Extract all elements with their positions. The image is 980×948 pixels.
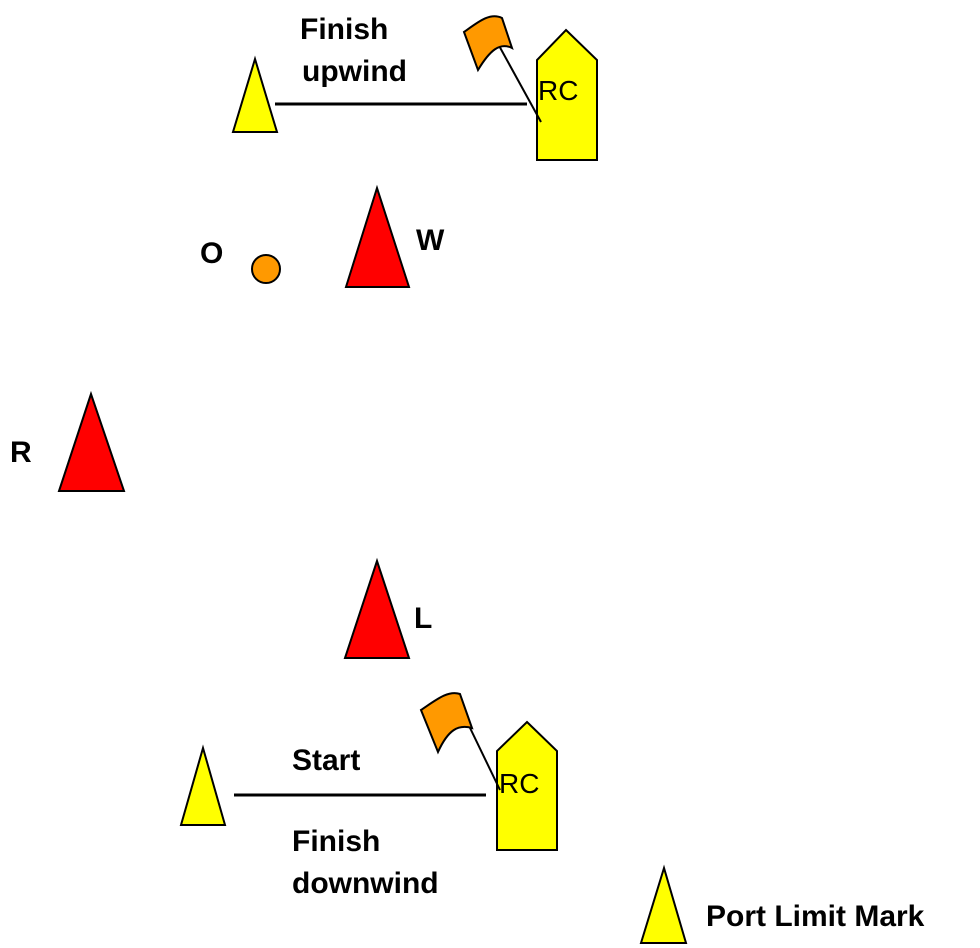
windward-mark-label: W (416, 224, 445, 257)
legend-port-limit-mark-label: Port Limit Mark (706, 900, 925, 933)
committee-boat-top: RC (462, 15, 598, 161)
windward-mark (344, 184, 411, 288)
finish-upwind-label-line1: Finish (300, 13, 388, 46)
flag-top-icon (462, 15, 514, 73)
finish-downwind-label-line2: downwind (292, 867, 439, 900)
reach-mark-label: R (10, 436, 32, 469)
offset-mark-label: O (200, 237, 223, 270)
finish-upwind-label-line2: upwind (302, 55, 407, 88)
committee-boat-bottom-label: RC (499, 768, 539, 799)
flag-pole-top (496, 41, 542, 123)
committee-boat-top-label: RC (538, 75, 578, 106)
committee-boat-bottom-hull (496, 720, 558, 851)
committee-boat-bottom: RC (419, 692, 558, 851)
start-line-label: Start (292, 744, 360, 777)
leeward-mark-label: L (414, 602, 432, 635)
start-pin-mark (179, 744, 227, 826)
committee-boat-top-hull (536, 28, 598, 161)
flag-bottom-icon (419, 692, 474, 755)
legend: Port Limit Mark (639, 864, 925, 944)
finish-upwind-pin-mark (231, 55, 279, 133)
leeward-mark (343, 557, 411, 659)
reach-mark (57, 390, 126, 492)
offset-mark (251, 254, 281, 284)
yellow-triangle-icon (639, 864, 688, 944)
finish-downwind-label-line1: Finish (292, 825, 380, 858)
